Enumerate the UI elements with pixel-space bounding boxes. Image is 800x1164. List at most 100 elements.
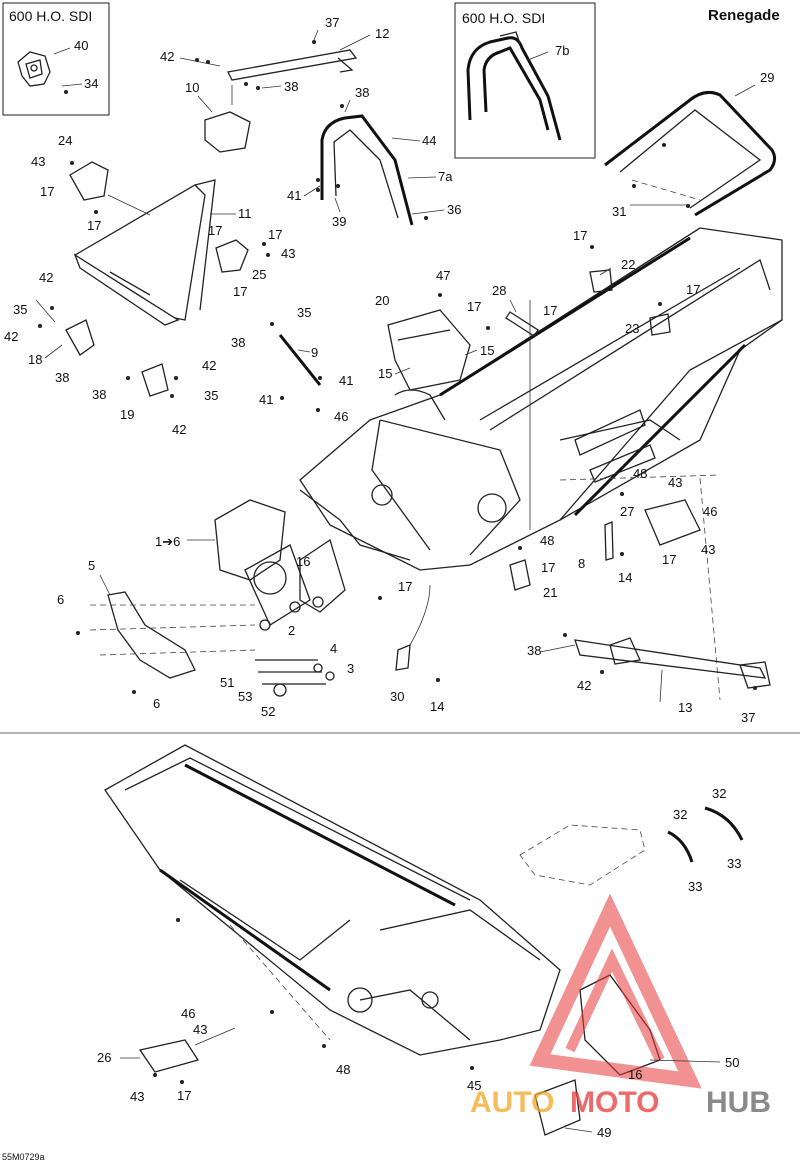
part-2-rods xyxy=(255,659,326,685)
fastener-dots xyxy=(38,40,757,1084)
callout-15: 15 xyxy=(378,366,392,381)
callout-38: 38 xyxy=(527,643,541,658)
callout-9: 9 xyxy=(311,345,318,360)
callout-3: 3 xyxy=(347,661,354,676)
part-21-bracket xyxy=(509,559,531,591)
callout-37: 37 xyxy=(741,710,755,725)
callout-17: 17 xyxy=(541,560,555,575)
callout-45: 45 xyxy=(467,1078,481,1093)
callout-15: 15 xyxy=(480,343,494,358)
callout-26: 26 xyxy=(97,1050,111,1065)
part-32-strip-b xyxy=(704,806,744,841)
callout-48: 48 xyxy=(336,1062,350,1077)
callout-17: 17 xyxy=(233,284,247,299)
callout-43: 43 xyxy=(701,542,715,557)
callout-41: 41 xyxy=(287,188,301,203)
callout-17: 17 xyxy=(87,218,101,233)
callout-46: 46 xyxy=(703,504,717,519)
upper-chassis xyxy=(299,227,783,571)
callout-43: 43 xyxy=(31,154,45,169)
lower-chassis xyxy=(104,744,561,1056)
inset-left-title: 600 H.O. SDI xyxy=(9,8,92,24)
inset-right-title: 600 H.O. SDI xyxy=(462,10,545,26)
callout-14: 14 xyxy=(430,699,444,714)
part-13-bar xyxy=(574,639,767,679)
callout-24: 24 xyxy=(58,133,72,148)
callout-17: 17 xyxy=(398,579,412,594)
callout-17: 17 xyxy=(543,303,557,318)
callout-21: 21 xyxy=(543,585,557,600)
callout-43: 43 xyxy=(130,1089,144,1104)
callout-42: 42 xyxy=(202,358,216,373)
callout-46: 46 xyxy=(334,409,348,424)
callout-30: 30 xyxy=(390,689,404,704)
model-title: Renegade xyxy=(708,7,780,24)
callout-41: 41 xyxy=(259,392,273,407)
callout-17: 17 xyxy=(268,227,282,242)
upper-tunnel-holes xyxy=(574,409,656,483)
part-12-bar xyxy=(227,49,358,81)
part-49-plate xyxy=(534,1079,581,1136)
callout-28: 28 xyxy=(492,283,506,298)
callout-42: 42 xyxy=(39,270,53,285)
callout-4: 4 xyxy=(330,641,337,656)
callout-17: 17 xyxy=(662,552,676,567)
callout-35: 35 xyxy=(204,388,218,403)
callout-52: 52 xyxy=(261,704,275,719)
leader-lines xyxy=(35,29,756,1133)
callout-46: 46 xyxy=(181,1006,195,1021)
callout-13: 13 xyxy=(678,700,692,715)
callout-16: 16 xyxy=(628,1067,642,1082)
part-7a-loop xyxy=(320,114,414,226)
callout-33: 33 xyxy=(688,879,702,894)
callout-29: 29 xyxy=(760,70,774,85)
callout-50: 50 xyxy=(725,1055,739,1070)
callout-2: 2 xyxy=(288,623,295,638)
callout-53: 53 xyxy=(238,689,252,704)
part-23-mount xyxy=(649,313,671,336)
callout-43: 43 xyxy=(193,1022,207,1037)
callout-32: 32 xyxy=(712,786,726,801)
callout-11: 11 xyxy=(238,206,252,221)
part-19-bracket xyxy=(141,363,169,397)
callout-19: 19 xyxy=(120,407,134,422)
part-27-footrest xyxy=(644,499,701,546)
part-8-bracket xyxy=(604,521,614,561)
part-26-footrest xyxy=(138,1039,200,1073)
callout-5: 5 xyxy=(88,558,95,573)
callout-48: 48 xyxy=(633,466,647,481)
callout-42: 42 xyxy=(4,329,18,344)
callout-38: 38 xyxy=(55,370,69,385)
part-25-bracket xyxy=(215,239,249,273)
watermark-text-moto: MOTO xyxy=(570,1086,659,1119)
part-18-bracket xyxy=(65,319,95,356)
callout-38: 38 xyxy=(231,335,245,350)
callout-36: 36 xyxy=(447,202,461,217)
callout-8: 8 xyxy=(578,556,585,571)
callout-7b: 7b xyxy=(555,43,569,58)
callout-7a: 7a xyxy=(438,169,453,184)
callout-23: 23 xyxy=(625,321,639,336)
callout-35: 35 xyxy=(297,305,311,320)
part-10-bracket xyxy=(204,111,251,153)
track-sketch xyxy=(519,824,646,886)
callout-42: 42 xyxy=(160,49,174,64)
callout-32: 32 xyxy=(673,807,687,822)
callout-42: 42 xyxy=(577,678,591,693)
callout-6: 6 xyxy=(57,592,64,607)
callout-40: 40 xyxy=(74,38,88,53)
callout-10: 10 xyxy=(185,80,199,95)
callout-51: 51 xyxy=(220,675,234,690)
callout-35: 35 xyxy=(13,302,27,317)
callout-18: 18 xyxy=(28,352,42,367)
callout-33: 33 xyxy=(727,856,741,871)
callout-17: 17 xyxy=(177,1088,191,1103)
callout-44: 44 xyxy=(422,133,436,148)
watermark xyxy=(529,893,702,1089)
part-11-frame xyxy=(73,179,216,326)
part-5-plate xyxy=(107,591,196,679)
part-30-clip xyxy=(395,643,411,671)
callout-38: 38 xyxy=(92,387,106,402)
inset-box-left: 600 H.O. SDI xyxy=(2,2,110,116)
